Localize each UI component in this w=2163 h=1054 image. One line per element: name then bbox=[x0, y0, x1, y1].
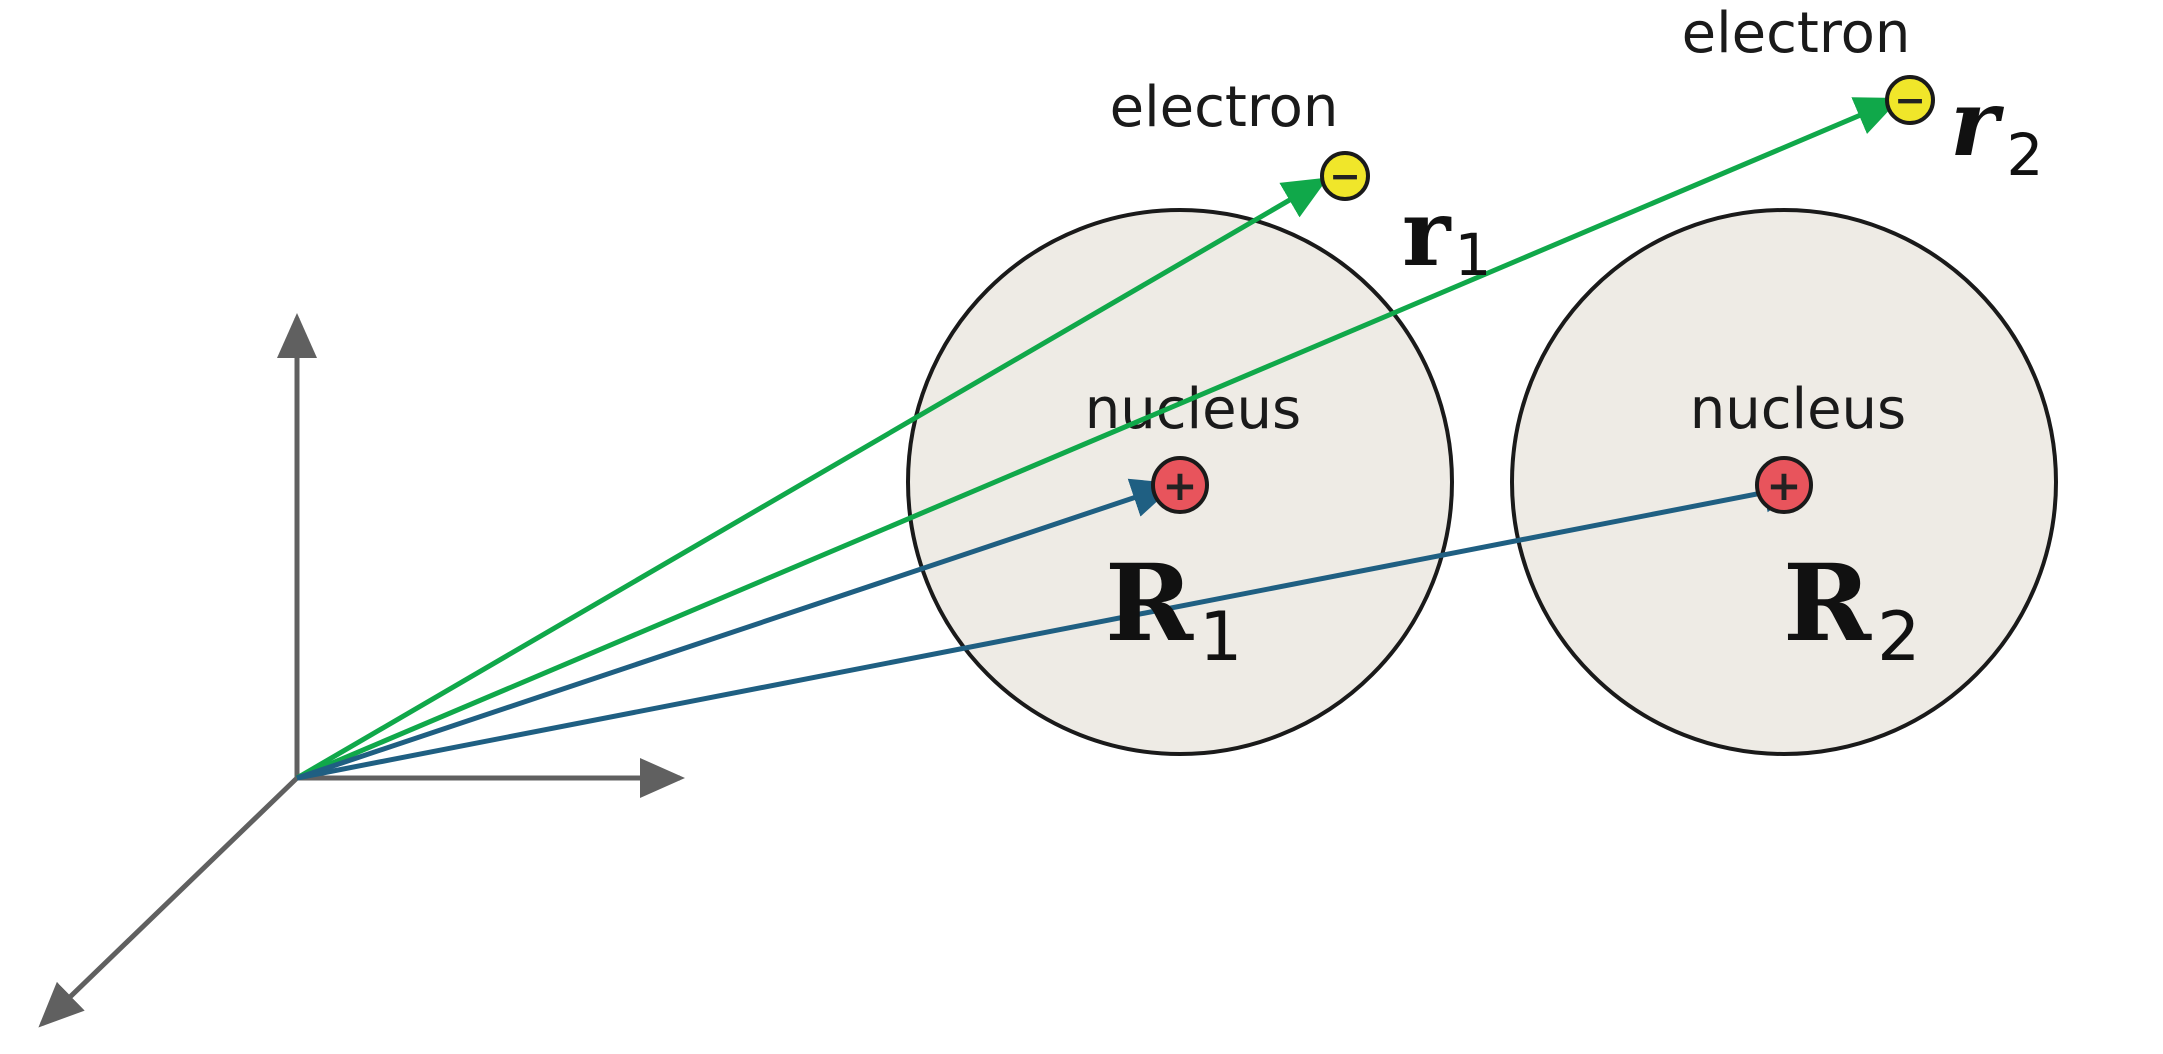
atom-2-electron: − bbox=[1885, 75, 1935, 125]
atom-1-electron-sign: − bbox=[1329, 154, 1361, 198]
atom-1-electron-icon bbox=[1320, 151, 1370, 201]
atom-2-nucleus: + bbox=[1755, 456, 1813, 514]
vector-r1 bbox=[295, 177, 1329, 781]
atom-2-electron-icon bbox=[1885, 75, 1935, 125]
label-R2: R2 bbox=[1783, 540, 1920, 677]
atom-2-nucleus-icon bbox=[1755, 456, 1813, 514]
atom-1-electron-label: electron bbox=[1110, 75, 1339, 140]
atom-1-electron: − bbox=[1320, 151, 1370, 201]
atom-1-nucleus: + bbox=[1151, 456, 1209, 514]
atom-2-electron-label: electron bbox=[1682, 1, 1911, 66]
vector-r2 bbox=[296, 97, 1901, 781]
atom-1-nucleus-icon bbox=[1151, 456, 1209, 514]
label-R1: R1 bbox=[1105, 540, 1242, 677]
position-vectors bbox=[295, 97, 1901, 781]
coordinate-axes bbox=[38, 313, 685, 1028]
label-r1: r1 bbox=[1402, 179, 1491, 289]
axis-y bbox=[38, 776, 299, 1028]
atom-2-nucleus-label: nucleus bbox=[1690, 377, 1906, 442]
atom-1-nucleus-sign: + bbox=[1162, 461, 1197, 510]
vector-R2 bbox=[296, 473, 1808, 781]
atom-2-nucleus-sign: + bbox=[1766, 461, 1801, 510]
vector-R1 bbox=[296, 478, 1177, 781]
atom-2-electron-sign: − bbox=[1894, 78, 1926, 122]
